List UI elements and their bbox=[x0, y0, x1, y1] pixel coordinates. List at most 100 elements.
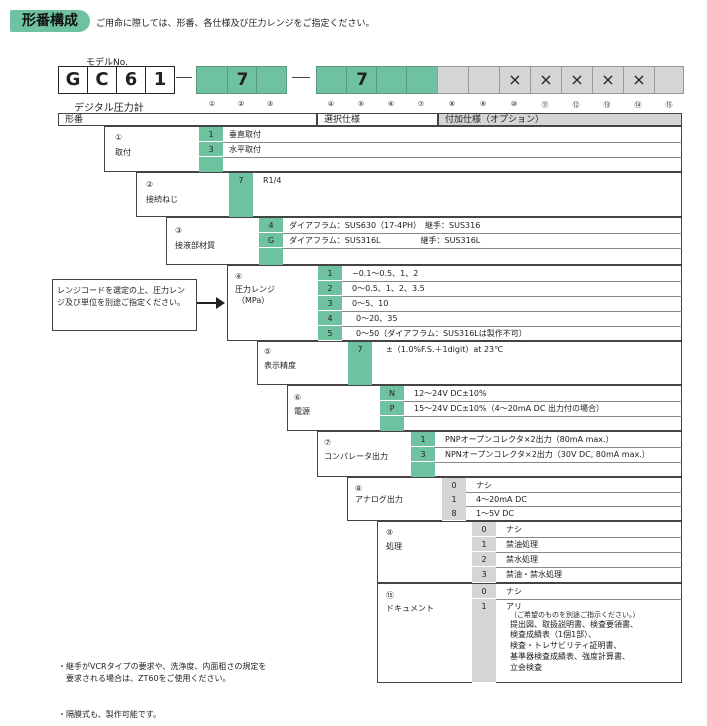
option-desc: 禁油・禁水処理 bbox=[506, 570, 562, 579]
code-cell: 4 bbox=[259, 218, 283, 233]
code-cell: 0 bbox=[472, 584, 496, 599]
intro-text: ご用命に際しては、形番、各仕様及び圧力レンジをご指定ください。 bbox=[96, 19, 375, 29]
code-cell-fill bbox=[199, 157, 223, 172]
position-number: ⑤ bbox=[357, 100, 365, 108]
model-sublabel: デジタル圧力計 bbox=[74, 103, 144, 114]
option-desc: 15〜24V DC±10%（4〜20mA DC 出力付の場合） bbox=[414, 404, 604, 413]
section-accuracy bbox=[257, 341, 682, 385]
option-desc: ダイアフラム：SUS316L 継手：SUS316L bbox=[289, 236, 481, 245]
section-unit: （MPa） bbox=[237, 296, 270, 305]
pos9-box bbox=[468, 66, 500, 94]
document-detail: 立会検査 bbox=[510, 663, 542, 672]
section-number: ③ bbox=[175, 226, 183, 235]
position-number: ⑬ bbox=[603, 101, 611, 109]
section-number: ② bbox=[146, 180, 154, 189]
row-divider bbox=[283, 233, 682, 234]
pos14-box: × bbox=[623, 66, 655, 94]
position-number: ④ bbox=[327, 100, 335, 108]
option-desc: ナシ bbox=[506, 525, 522, 534]
section-number: ⑮ bbox=[386, 591, 394, 600]
code-cell: N bbox=[380, 386, 404, 401]
document-detail: （ご希望のものを別途ご指示ください。） bbox=[510, 611, 640, 619]
row-divider bbox=[223, 157, 682, 158]
position-number: ⑪ bbox=[541, 101, 549, 109]
section-power bbox=[287, 385, 682, 431]
section-name: アナログ出力 bbox=[355, 495, 403, 504]
section-number: ⑦ bbox=[324, 438, 332, 447]
row-divider bbox=[466, 506, 682, 507]
row-divider bbox=[404, 401, 682, 402]
section-number: ⑨ bbox=[386, 528, 394, 537]
option-desc: 1〜5V DC bbox=[476, 509, 514, 518]
row-divider bbox=[404, 416, 682, 417]
option-desc: ナシ bbox=[476, 481, 492, 490]
pos12-box: × bbox=[561, 66, 593, 94]
section-name: 接続ねじ bbox=[146, 195, 178, 204]
option-desc: ±（1.0%F.S.＋1digit）at 23℃ bbox=[386, 345, 504, 354]
section-pressure-range bbox=[227, 265, 682, 341]
section-number: ⑧ bbox=[355, 484, 363, 493]
code-cell: 1 bbox=[442, 492, 466, 507]
option-desc: ナシ bbox=[506, 587, 522, 596]
option-desc: 水平取付 bbox=[229, 145, 261, 154]
model-no-label: モデルNo. bbox=[86, 58, 128, 68]
dash-separator bbox=[292, 77, 310, 78]
document-detail: 提出図、取扱説明書、検査要領書、 bbox=[510, 620, 638, 629]
code-cell: 2 bbox=[472, 552, 496, 567]
position-number: ⑫ bbox=[572, 101, 580, 109]
footnote: 要求される場合は、ZT60をご使用ください。 bbox=[58, 674, 231, 683]
option-desc: 禁水処理 bbox=[506, 555, 538, 564]
row-divider bbox=[466, 492, 682, 493]
footnote: ・継手がVCRタイプの要求や、洗浄度、内面粗さの規定を bbox=[58, 662, 267, 671]
option-desc: 0〜5、10 bbox=[352, 299, 389, 308]
code-cell: 7 bbox=[229, 173, 253, 217]
section-number: ① bbox=[115, 133, 123, 142]
document-detail: 検査・トレサビリティ証明書、 bbox=[510, 641, 622, 650]
position-number: ⑧ bbox=[448, 100, 456, 108]
section-connection bbox=[136, 172, 682, 217]
bar-select: 選択仕様 bbox=[317, 113, 438, 126]
option-desc: PNPオープンコレクタ×2出力（80mA max.） bbox=[445, 435, 614, 444]
section-name: コンパレータ出力 bbox=[324, 452, 388, 461]
code-cell: 3 bbox=[199, 142, 223, 157]
section-comparator bbox=[317, 431, 682, 477]
code-cell: 1 bbox=[199, 127, 223, 142]
row-divider bbox=[496, 552, 682, 553]
option-desc: 垂直取付 bbox=[229, 130, 261, 139]
code-cell: G bbox=[259, 233, 283, 248]
dash-separator bbox=[176, 77, 192, 78]
code-cell: 1 bbox=[472, 599, 496, 683]
position-number: ③ bbox=[266, 100, 274, 108]
option-desc: NPNオープンコレクタ×2出力（30V DC, 80mA max.） bbox=[445, 450, 650, 459]
section-analog-output bbox=[347, 477, 682, 521]
row-divider bbox=[496, 599, 682, 600]
row-divider bbox=[435, 447, 682, 448]
section-name: 表示精度 bbox=[264, 361, 296, 370]
code-cell-fill bbox=[380, 416, 404, 431]
code-cell: 3 bbox=[472, 567, 496, 583]
pos7-box bbox=[406, 66, 438, 94]
section-name: 電源 bbox=[294, 407, 310, 416]
row-divider bbox=[496, 537, 682, 538]
option-desc: 4〜20mA DC bbox=[476, 495, 527, 504]
code-cell: 2 bbox=[318, 281, 342, 296]
section-badge: 形番構成 bbox=[10, 10, 90, 32]
row-divider bbox=[342, 296, 682, 297]
row-divider bbox=[342, 281, 682, 282]
row-divider bbox=[223, 142, 682, 143]
pos13-box: × bbox=[592, 66, 624, 94]
option-desc: 12〜24V DC±10% bbox=[414, 389, 487, 398]
row-divider bbox=[342, 311, 682, 312]
pos8-box bbox=[437, 66, 469, 94]
range-note: レンジコードを選定の上、圧力レンジ及び単位を別途ご指定ください。 bbox=[52, 279, 197, 331]
code-cell: 0 bbox=[442, 478, 466, 493]
section-number: ④ bbox=[235, 272, 243, 281]
section-wetted-material bbox=[166, 217, 682, 265]
section-mounting bbox=[104, 126, 682, 172]
section-number: ⑤ bbox=[264, 347, 272, 356]
section-name: 処理 bbox=[386, 542, 402, 551]
option-desc: R1/4 bbox=[263, 176, 282, 185]
document-detail: 基準器検査成績表、強度計算書、 bbox=[510, 652, 630, 661]
option-desc: −0.1〜0.5、1、2 bbox=[352, 269, 419, 278]
document-detail: 検査成績表（1個1部）、 bbox=[510, 630, 597, 639]
